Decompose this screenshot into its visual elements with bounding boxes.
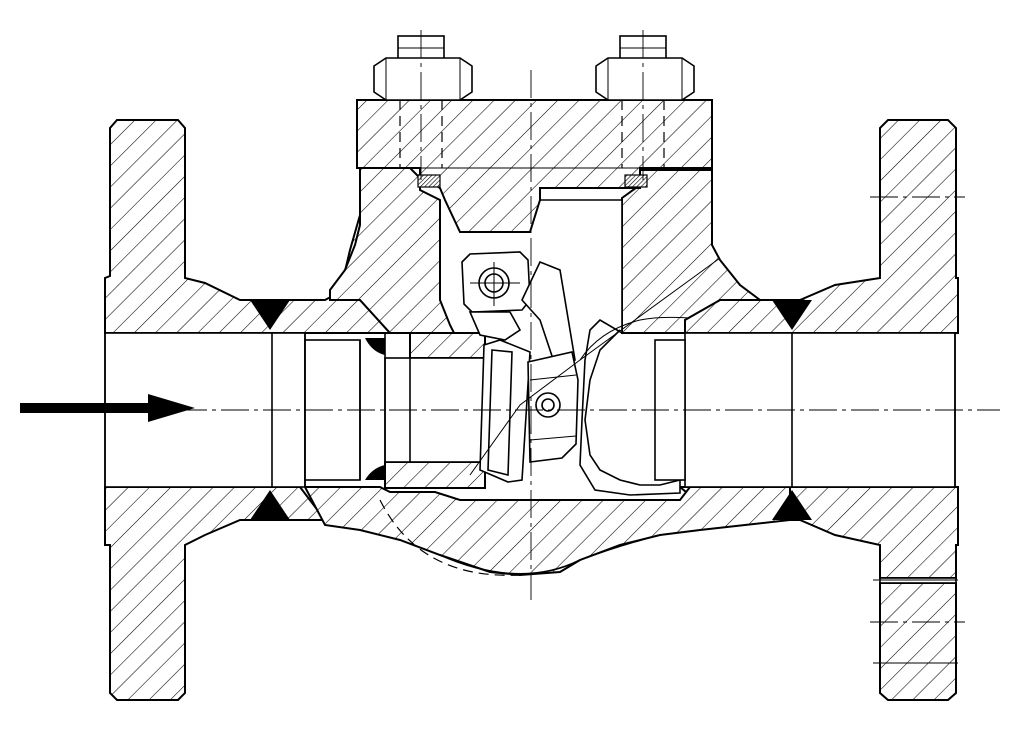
seat-ring [359, 332, 486, 489]
hinge-pin [470, 262, 520, 306]
flow-arrow [20, 394, 195, 422]
weld-marks [250, 300, 812, 520]
cover-bolt-left [373, 30, 473, 180]
gasket-right [624, 174, 648, 188]
disc [479, 339, 531, 483]
gasket-left [417, 174, 441, 188]
bonnet-cover [356, 99, 713, 233]
cover-bolt-right [595, 30, 695, 180]
disc-nut [527, 351, 579, 463]
